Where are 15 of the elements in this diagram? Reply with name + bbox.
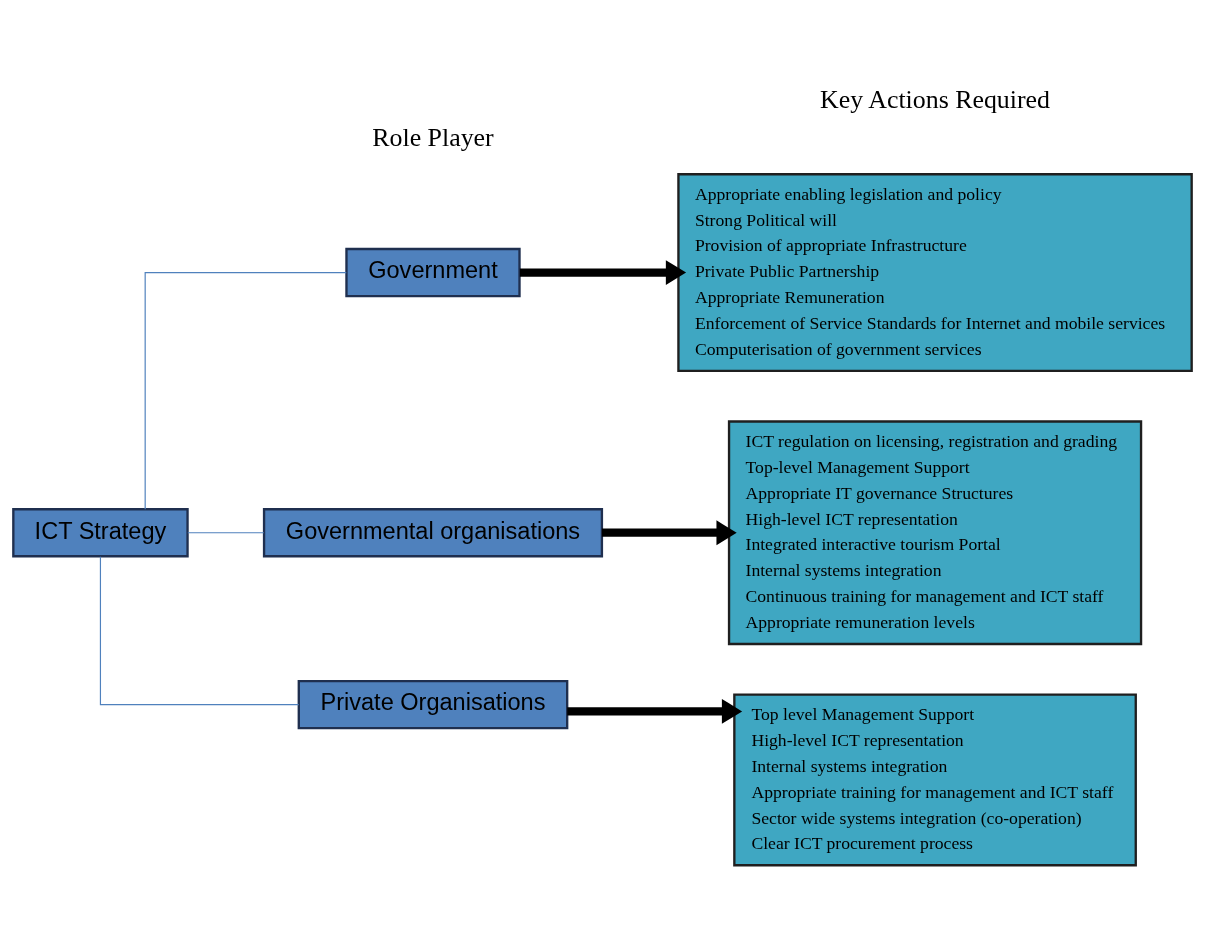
arrow <box>519 259 687 285</box>
node-box: Appropriate enabling legislation and policy Strong Political will Provision of appropriate Infrastructure Private Public Partnership Appropriate Remuneration Enforcement of Service Standards for Internet and mobile services Computerisation of government services <box>677 172 1193 372</box>
label: Role Player <box>372 122 494 152</box>
label: Key Actions Required <box>820 84 1051 114</box>
node-box: ICT Strategy <box>12 507 189 557</box>
node-box: ICT regulation on licensing, registration and grading Top-level Management Support Appropriate IT governance Structures High-level ICT representation Integrated interactive tourism Portal Internal systems integration Continuous training for management and ICT staff Appropriate remuneration levels <box>727 419 1143 645</box>
node-box: Governmental organisations <box>262 507 604 557</box>
node-box: Government <box>345 247 521 297</box>
connector <box>99 555 300 705</box>
connector <box>187 531 265 533</box>
arrow <box>567 698 743 724</box>
connector <box>144 271 347 510</box>
node-box: Private Organisations <box>297 679 569 729</box>
arrow <box>601 519 737 545</box>
node-box: Top level Management Support High-level ICT representation Internal systems integration Appropriate training for management and ICT staff Sector wide systems integration (co-operation) Clear ICT procurement process <box>733 692 1137 866</box>
